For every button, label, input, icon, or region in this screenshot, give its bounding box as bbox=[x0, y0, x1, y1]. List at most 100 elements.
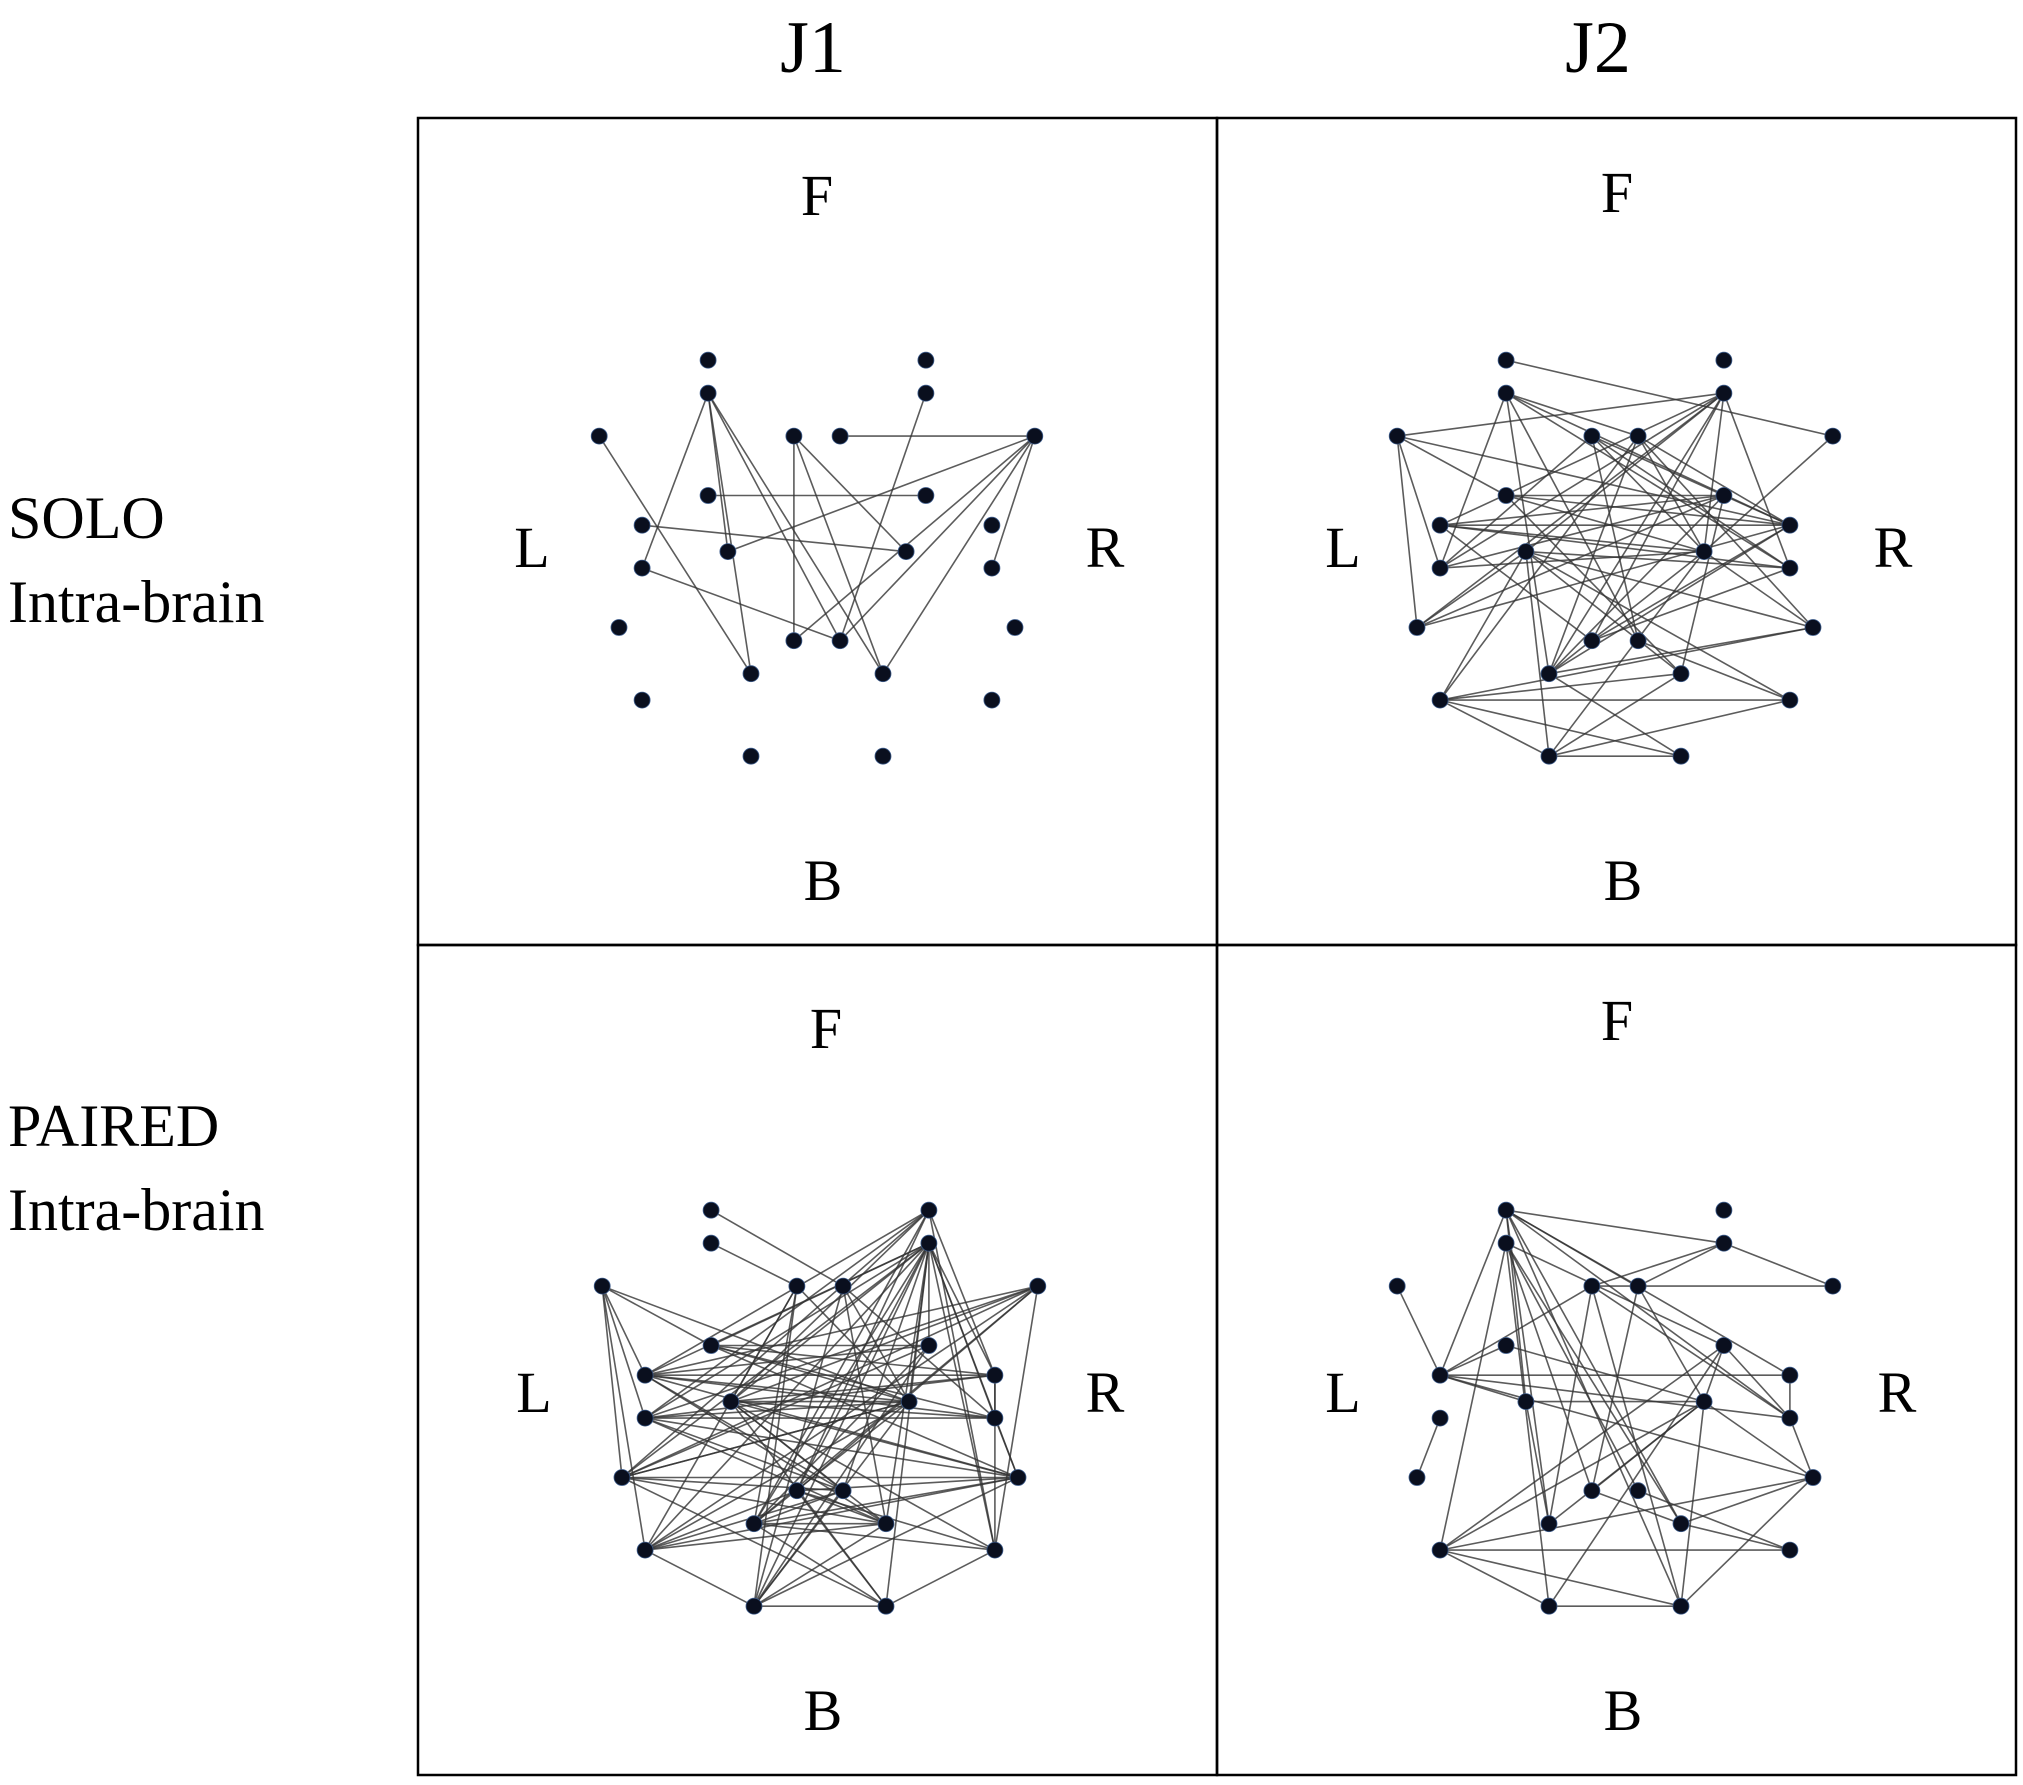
connection-edge bbox=[1637, 1242, 1725, 1287]
direction-label-front: F bbox=[810, 996, 842, 1061]
connection-edge bbox=[1439, 1209, 1507, 1376]
electrode-node bbox=[722, 1393, 740, 1410]
direction-label-left: L bbox=[514, 515, 549, 580]
connection-edge bbox=[644, 1374, 887, 1525]
direction-label-right: R bbox=[1086, 515, 1125, 580]
connection-edge bbox=[1505, 1344, 1705, 1403]
connection-edge bbox=[1506, 494, 1790, 526]
electrode-node bbox=[1804, 619, 1822, 636]
electrodes bbox=[590, 351, 1044, 765]
electrode-node bbox=[1781, 559, 1799, 577]
connection-edge bbox=[621, 1476, 844, 1492]
connection-edge bbox=[839, 392, 927, 641]
connection-edge bbox=[1505, 1209, 1791, 1419]
connection-edge bbox=[644, 1242, 930, 1376]
electrode-node bbox=[1672, 747, 1690, 765]
connection-edge bbox=[1789, 1417, 1814, 1478]
connection-edge bbox=[1548, 673, 1682, 757]
connection-edge bbox=[1505, 1242, 1639, 1492]
connection-edge bbox=[1439, 1549, 1550, 1607]
connection-edge bbox=[1440, 524, 1790, 569]
row-label-solo-sub: Intra-brain bbox=[8, 569, 265, 635]
connection-edge bbox=[753, 1400, 910, 1525]
connection-edge bbox=[1440, 1374, 1790, 1419]
connection-edge bbox=[796, 1489, 996, 1551]
edges bbox=[1396, 1209, 1834, 1607]
connection-edge bbox=[641, 392, 709, 569]
electrode-node bbox=[613, 1469, 631, 1486]
electrode-node bbox=[1695, 1393, 1713, 1410]
connection-edge bbox=[601, 1285, 646, 1419]
connection-edge bbox=[994, 1417, 1019, 1478]
connection-edge bbox=[1440, 494, 1724, 526]
panel-border-paired-j2 bbox=[1215, 943, 2018, 1777]
connection-edge bbox=[1439, 551, 1527, 701]
connection-edge bbox=[1703, 550, 1814, 629]
electrode-node bbox=[742, 665, 760, 683]
electrode-node bbox=[917, 384, 935, 402]
connection-edge bbox=[1703, 1400, 1814, 1479]
electrode-node bbox=[983, 559, 1001, 577]
connection-edge bbox=[1637, 435, 1814, 629]
edges bbox=[1396, 359, 1834, 758]
connection-edge bbox=[882, 435, 1036, 675]
connection-edge bbox=[1439, 392, 1725, 526]
electrode-node bbox=[633, 559, 651, 577]
connection-edge bbox=[1591, 1489, 1682, 1525]
connection-edge bbox=[793, 435, 907, 553]
connection-edge bbox=[1439, 699, 1550, 757]
electrode-node bbox=[636, 1366, 654, 1384]
connection-edge bbox=[621, 1344, 930, 1479]
electrode-node bbox=[1388, 427, 1406, 445]
connection-edge bbox=[753, 1285, 798, 1607]
electrode-node bbox=[1672, 665, 1690, 683]
electrode-node bbox=[1497, 351, 1515, 369]
connection-edge bbox=[928, 1209, 996, 1376]
connection-edge bbox=[793, 435, 1036, 642]
connection-edge bbox=[644, 1285, 1038, 1376]
electrode-node bbox=[1431, 559, 1449, 577]
direction-label-left: L bbox=[1325, 1360, 1360, 1425]
connection-edge bbox=[753, 1523, 887, 1607]
connection-edge bbox=[1439, 392, 1725, 569]
electrodes bbox=[593, 1201, 1047, 1615]
connection-edge bbox=[1439, 1476, 1814, 1551]
electrode-node bbox=[1517, 543, 1535, 560]
connection-edge bbox=[1591, 1285, 1682, 1607]
direction-label-left: L bbox=[1325, 515, 1360, 580]
direction-label-left: L bbox=[516, 1360, 551, 1425]
electrode-node bbox=[1781, 1541, 1799, 1559]
connection-edge bbox=[1680, 1401, 1705, 1607]
connection-edge bbox=[644, 1417, 1019, 1479]
electrode-node bbox=[633, 516, 651, 534]
electrode-node bbox=[1583, 632, 1601, 650]
electrode-node bbox=[1695, 543, 1713, 560]
connection-edge bbox=[1439, 435, 1593, 569]
connection-edge bbox=[1505, 392, 1639, 437]
connection-edge bbox=[1505, 1242, 1725, 1347]
connection-edge bbox=[710, 1344, 996, 1419]
connection-edge bbox=[730, 1400, 996, 1551]
edges bbox=[601, 1209, 1039, 1607]
electrode-node bbox=[1583, 1482, 1601, 1500]
connection-edge bbox=[730, 1374, 995, 1403]
electrode-node bbox=[1497, 487, 1515, 504]
electrode-node bbox=[1824, 427, 1842, 445]
edges bbox=[598, 392, 1036, 675]
electrode-node bbox=[788, 1277, 806, 1295]
direction-label-back: B bbox=[1604, 1678, 1643, 1743]
connection-edge bbox=[711, 1344, 995, 1376]
electrode-node bbox=[702, 1234, 720, 1252]
connection-edge bbox=[1637, 1489, 1791, 1551]
connection-edge bbox=[1525, 550, 1791, 701]
connection-edge bbox=[753, 1522, 995, 1551]
electrode-node bbox=[1672, 1597, 1690, 1615]
electrode-node bbox=[877, 1597, 895, 1615]
connection-edge bbox=[753, 1476, 1019, 1525]
electrode-node bbox=[590, 427, 608, 445]
electrode-node bbox=[1781, 1366, 1799, 1384]
electrode-node bbox=[874, 747, 892, 765]
